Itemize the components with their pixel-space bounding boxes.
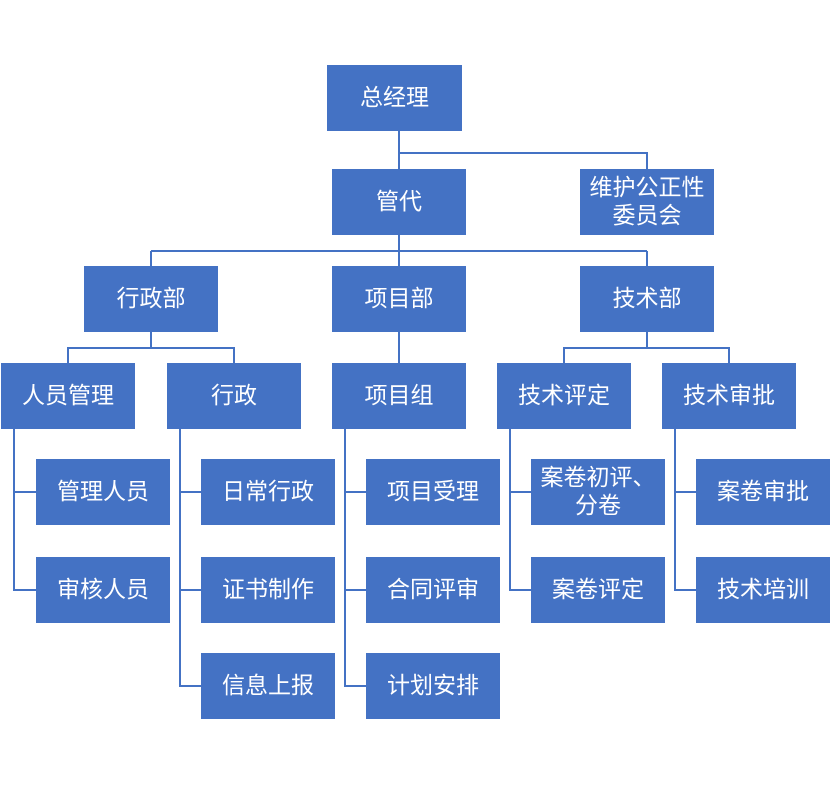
- node-administration-item: 日常行政: [201, 459, 335, 525]
- node-admin-department-label: 行政部: [116, 286, 186, 312]
- node-technical-evaluation: 技术评定: [497, 363, 631, 429]
- node-technical-evaluation-item-label: 案卷初评、 分卷: [540, 465, 656, 519]
- node-technical-approval-item-label: 案卷审批: [717, 479, 809, 505]
- node-administration-item-label: 日常行政: [222, 479, 314, 505]
- node-general-manager: 总经理: [327, 65, 462, 131]
- node-project-group-item: 项目受理: [366, 459, 500, 525]
- connector-admin-dept-adm: [151, 347, 235, 363]
- node-technical-approval: 技术审批: [662, 363, 796, 429]
- node-technical-department: 技术部: [580, 266, 714, 332]
- node-project-group-item-label: 计划安排: [387, 673, 479, 699]
- node-personnel-item-label: 管理人员: [57, 479, 149, 505]
- node-technical-evaluation-item: 案卷初评、 分卷: [531, 459, 665, 525]
- node-personnel-item: 审核人员: [36, 557, 170, 623]
- node-project-group-label: 项目组: [364, 383, 434, 409]
- node-fairness-committee: 维护公正性 委员会: [580, 169, 714, 235]
- connector-gm-committee: [399, 152, 648, 169]
- node-project-group-item: 计划安排: [366, 653, 500, 719]
- node-project-group: 项目组: [332, 363, 466, 429]
- node-fairness-committee-label: 维护公正性 委员会: [589, 175, 705, 229]
- connector-admin-items: [179, 429, 201, 687]
- node-technical-evaluation-label: 技术评定: [518, 383, 610, 409]
- node-administration: 行政: [167, 363, 301, 429]
- connector-tech-dept-approval: [647, 347, 730, 363]
- node-technical-approval-label: 技术审批: [683, 383, 775, 409]
- connector-personnel-items: [13, 429, 36, 591]
- node-personnel-management-label: 人员管理: [22, 383, 114, 409]
- node-administration-item-label: 证书制作: [222, 577, 314, 603]
- node-technical-approval-item-label: 技术培训: [717, 577, 809, 603]
- node-management-deputy-label: 管代: [376, 189, 422, 215]
- connector-tech-approval-items: [674, 429, 696, 591]
- node-project-group-item-label: 项目受理: [387, 479, 479, 505]
- node-personnel-item: 管理人员: [36, 459, 170, 525]
- node-project-department: 项目部: [332, 266, 466, 332]
- node-technical-approval-item: 案卷审批: [696, 459, 830, 525]
- node-technical-department-label: 技术部: [612, 286, 682, 312]
- node-administration-item: 信息上报: [201, 653, 335, 719]
- connector-admin-dept-subs: [67, 332, 152, 363]
- node-management-deputy: 管代: [332, 169, 466, 235]
- node-project-department-label: 项目部: [364, 286, 434, 312]
- node-technical-approval-item: 技术培训: [696, 557, 830, 623]
- node-general-manager-label: 总经理: [360, 85, 429, 111]
- node-technical-evaluation-item: 案卷评定: [531, 557, 665, 623]
- node-administration-item: 证书制作: [201, 557, 335, 623]
- node-project-group-item-label: 合同评审: [387, 577, 479, 603]
- node-technical-evaluation-item-label: 案卷评定: [552, 577, 644, 603]
- node-administration-label: 行政: [211, 383, 257, 409]
- node-project-group-item: 合同评审: [366, 557, 500, 623]
- node-personnel-item-label: 审核人员: [57, 577, 149, 603]
- node-personnel-management: 人员管理: [1, 363, 135, 429]
- connector-tech-eval-items: [509, 429, 531, 591]
- node-administration-item-label: 信息上报: [222, 673, 314, 699]
- connector-tech-dept-eval: [563, 332, 648, 363]
- node-admin-department: 行政部: [84, 266, 218, 332]
- connector-project-items: [344, 429, 366, 687]
